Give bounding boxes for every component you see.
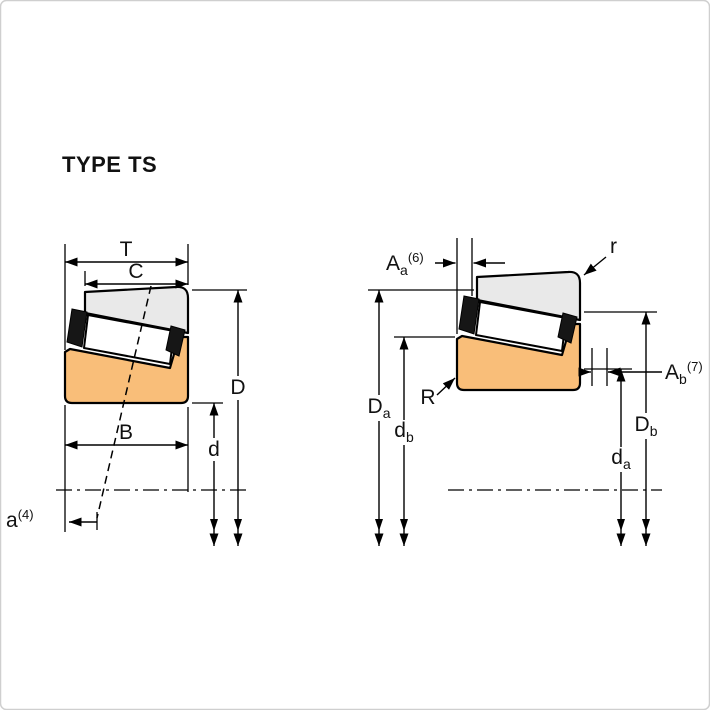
dim-label-db-base: d xyxy=(394,419,406,442)
right-extension-lines xyxy=(368,238,657,386)
dim-label-Ab-base: A xyxy=(665,361,679,384)
right-cage-small-end xyxy=(458,295,480,335)
dim-Da-extra-arrowhead xyxy=(375,519,383,531)
label-gap xyxy=(227,376,249,400)
dim-label-a: a(4) xyxy=(6,507,34,532)
dim-label-da-base: d xyxy=(611,446,623,469)
left-load-line xyxy=(96,285,152,519)
dim-D-extra-arrowhead xyxy=(234,519,242,531)
left-view: T C D d B a(4) xyxy=(6,238,250,546)
dim-label-d: d xyxy=(208,438,220,461)
dim-label-B: B xyxy=(119,421,133,444)
dim-label-Aa: Aa(6) xyxy=(386,250,424,278)
dim-db-extra-arrowhead xyxy=(400,519,408,531)
dim-label-R: R xyxy=(420,386,435,409)
left-cone xyxy=(63,335,190,405)
page-title: TYPE TS xyxy=(62,152,157,177)
dim-Db-extra-arrowhead xyxy=(642,519,650,531)
dim-d-extra-arrowhead xyxy=(210,519,218,531)
dim-label-Db-sub: b xyxy=(650,423,658,439)
dim-label-T: T xyxy=(120,238,133,261)
dim-label-Ab-sup: (7) xyxy=(687,359,703,374)
dim-label-r: r xyxy=(610,235,617,258)
dim-R-leader xyxy=(436,377,456,396)
left-cage-large-end xyxy=(165,325,186,357)
dim-label-Db: Db xyxy=(635,413,658,439)
label-gap xyxy=(365,395,393,421)
dim-label-a-base: a xyxy=(6,509,18,532)
dim-label-Da: Da xyxy=(368,395,391,421)
dim-label-Da-base: D xyxy=(368,395,383,418)
dim-label-Ab: Ab(7) xyxy=(665,359,703,387)
dim-label-C: C xyxy=(128,260,143,283)
dim-label-Ab-sub: b xyxy=(679,371,687,387)
right-cup xyxy=(475,270,582,322)
dim-label-da-sub: a xyxy=(623,456,631,472)
dim-label-Da-sub: a xyxy=(383,405,391,421)
dim-label-Aa-base: A xyxy=(386,252,400,275)
left-cage-small-end xyxy=(66,308,88,348)
dim-da-extra-arrowhead xyxy=(617,519,625,531)
dim-label-Db-base: D xyxy=(635,413,650,436)
label-gap xyxy=(391,420,417,445)
right-cage-large-end xyxy=(557,312,578,344)
dim-label-da: da xyxy=(611,446,631,472)
dim-label-Aa-sup: (6) xyxy=(408,250,424,265)
label-gap xyxy=(204,438,224,461)
dim-label-D: D xyxy=(230,376,245,399)
dim-label-db-sub: b xyxy=(406,429,414,445)
dim-label-Aa-sub: a xyxy=(400,262,408,278)
label-gap xyxy=(608,447,634,472)
right-view: Aa(6) r Ab(7) Da db R Db da xyxy=(365,235,703,546)
right-cone xyxy=(455,322,582,392)
dim-label-db: db xyxy=(394,419,414,445)
dim-label-a-sup: (4) xyxy=(18,507,34,522)
label-gap xyxy=(632,413,660,439)
dim-r-leader xyxy=(583,256,607,276)
